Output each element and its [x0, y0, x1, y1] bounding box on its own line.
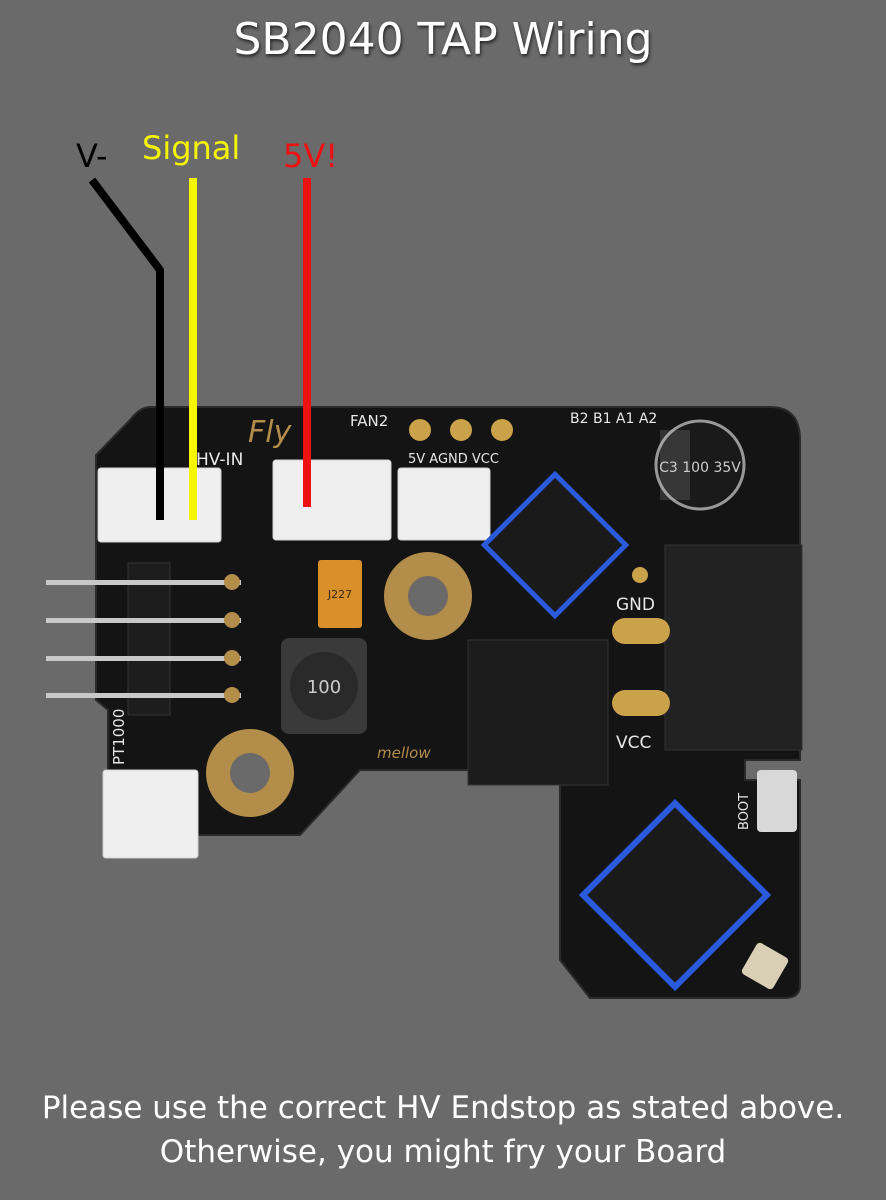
- inductor-label: 100: [307, 677, 341, 698]
- mounting-hole-center: [408, 576, 448, 616]
- inductor-core: [290, 652, 358, 720]
- driver-chip: [480, 470, 630, 620]
- pt1000-connector: [102, 769, 199, 859]
- footer-warning-line1: Please use the correct HV Endstop as sta…: [41, 1090, 845, 1126]
- fan-pad: [409, 419, 431, 441]
- footer-warning-line2: Otherwise, you might fry your Board: [159, 1134, 727, 1170]
- pin-header: [127, 562, 171, 716]
- capacitor-stripe: [660, 430, 690, 500]
- silk-gnd: GND: [616, 595, 655, 615]
- silk-fan-pins: 5V AGND VCC: [408, 452, 499, 467]
- rp2040-chip: [578, 798, 772, 992]
- aux-connector: [397, 467, 491, 541]
- pin-pads: [224, 574, 240, 703]
- header-pins: [46, 580, 241, 698]
- boot-button: [757, 770, 797, 832]
- electrolytic-capacitor: [654, 419, 746, 511]
- signal-label: Signal: [142, 129, 241, 167]
- silk-fan2: FAN2: [350, 412, 388, 430]
- probe-connector: [467, 639, 609, 786]
- crystal: [741, 942, 789, 990]
- heater-connector: [664, 544, 803, 751]
- page-title: SB2040 TAP Wiring: [233, 14, 653, 65]
- fan-pad: [491, 419, 513, 441]
- heater-terminals: [612, 567, 670, 716]
- tantalum-label: J227: [327, 588, 352, 601]
- tantalum-capacitor: [318, 560, 362, 628]
- silk-boot: BOOT: [737, 793, 752, 830]
- silk-pt1000: PT1000: [110, 709, 128, 765]
- fan-pad: [450, 419, 472, 441]
- fan2-connector: [272, 459, 392, 541]
- silk-maker: mellow: [377, 744, 431, 762]
- silk-stepper: B2 B1 A1 A2: [570, 411, 657, 427]
- v-minus-wire: [88, 177, 164, 520]
- capacitor-label: C3 100 35V: [659, 460, 741, 476]
- silk-vcc: VCC: [616, 733, 651, 753]
- five-v-label: 5V!: [283, 137, 339, 175]
- mounting-hole-center: [230, 753, 270, 793]
- silk-hv-in: HV-IN: [196, 450, 243, 470]
- silk-brand: Fly: [248, 415, 293, 450]
- v-minus-label: V-: [76, 137, 108, 175]
